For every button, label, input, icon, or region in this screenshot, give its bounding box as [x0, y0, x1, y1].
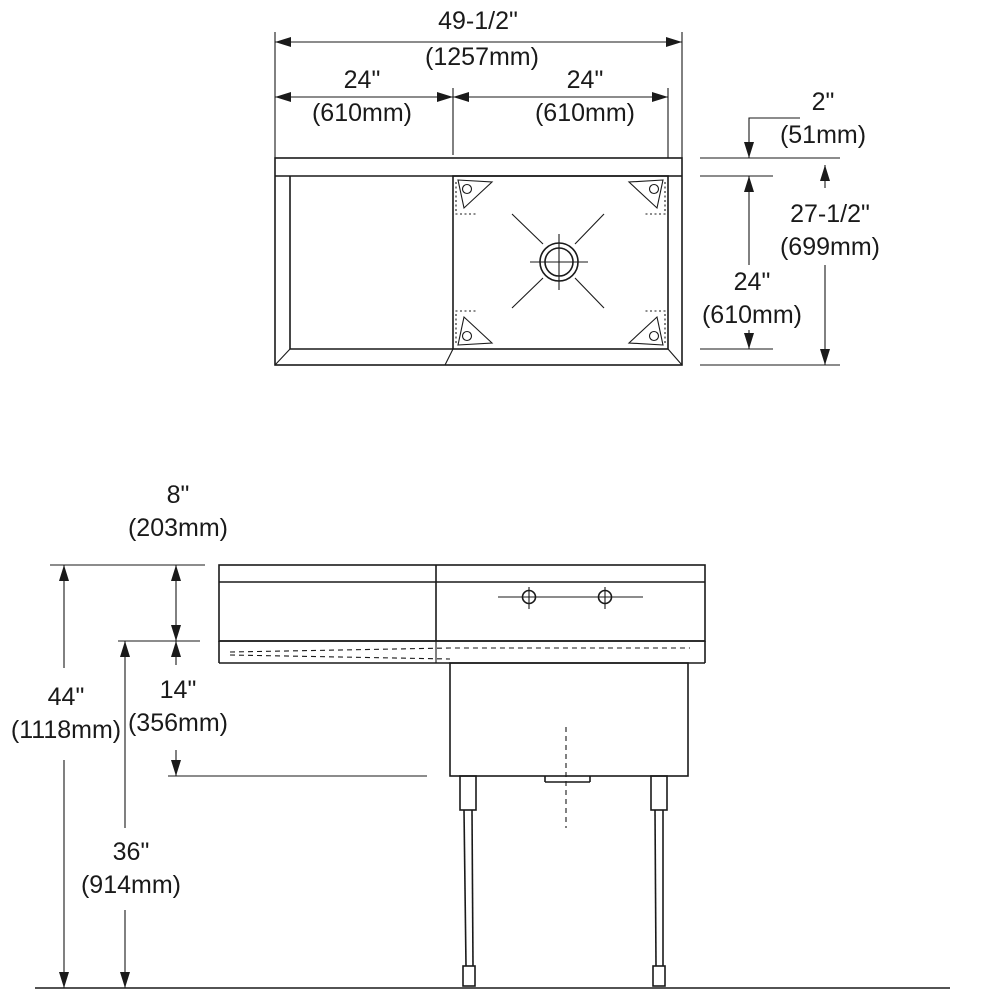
drainboard-rim-elevation	[218, 640, 706, 664]
elevation-view: 8" (203mm) 14" (356mm) 44" (1118mm)	[11, 481, 950, 989]
bowl-depth-elevation-in-label: 14"	[160, 676, 197, 704]
drainboard-width-in-label: 24"	[344, 66, 381, 94]
rim-height-in-label: 36"	[113, 838, 150, 866]
splash-height-in-label: 8"	[167, 481, 190, 509]
bowl-depth-in-label: 24"	[734, 268, 771, 296]
bowl-elevation	[449, 662, 689, 828]
overall-height-in-label: 44"	[48, 683, 85, 711]
section-width-dimensions: 24" (610mm) 24" (610mm)	[275, 66, 669, 158]
drainboard-width-mm-label: (610mm)	[312, 99, 412, 127]
overall-depth-in-label: 27-1/2"	[790, 200, 870, 228]
splash-height-dimension: 8" (203mm)	[50, 481, 228, 642]
overall-height-dimension: 44" (1118mm)	[11, 565, 121, 988]
plan-view: 49-1/2" (1257mm) 24" (610mm) 24" (610mm)	[274, 7, 880, 366]
depth-dimensions: 2" (51mm) 24" (610mm) 27-1/2" (699mm)	[700, 88, 880, 366]
drain-icon	[511, 213, 605, 309]
overall-width-mm-label: (1257mm)	[425, 43, 539, 71]
bowl-depth-mm-label: (610mm)	[702, 301, 802, 329]
overall-height-mm-label: (1118mm)	[11, 716, 121, 744]
splash-height-mm-label: (203mm)	[128, 514, 228, 542]
rim-height-dimension: 36" (914mm)	[81, 641, 181, 988]
bowl-width-in-label: 24"	[567, 66, 604, 94]
bowl-corner-brackets	[455, 179, 666, 346]
backsplash-depth-in-label: 2"	[812, 88, 835, 116]
overall-depth-mm-label: (699mm)	[780, 233, 880, 261]
bowl-depth-elevation-mm-label: (356mm)	[128, 709, 228, 737]
bowl-depth-elevation-dimension: 14" (356mm)	[128, 641, 427, 777]
bowl-width-mm-label: (610mm)	[535, 99, 635, 127]
rim-height-mm-label: (914mm)	[81, 871, 181, 899]
backsplash-depth-mm-label: (51mm)	[780, 121, 866, 149]
overall-width-dimension: 49-1/2" (1257mm)	[274, 7, 683, 158]
overall-width-in-label: 49-1/2"	[438, 7, 518, 35]
sink-legs	[459, 775, 668, 987]
backsplash-elevation	[218, 564, 706, 642]
sink-plan-outline	[274, 157, 683, 366]
